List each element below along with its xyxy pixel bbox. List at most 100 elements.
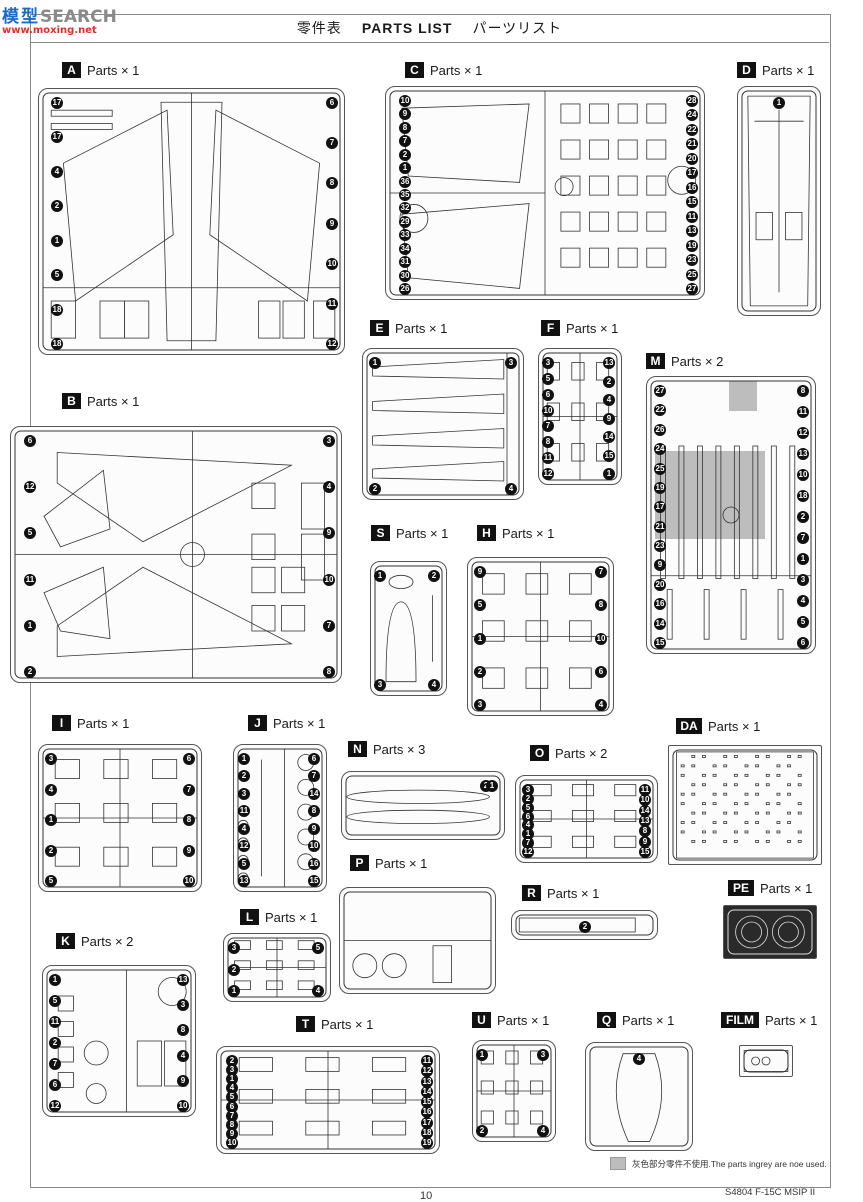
sprue-drawing-n <box>345 775 501 836</box>
part-number-marker: 12 <box>238 840 250 852</box>
part-number-marker: 18 <box>51 338 63 350</box>
part-number-marker: 9 <box>326 218 338 230</box>
part-number-marker: 1 <box>773 97 785 109</box>
sprue-letter-l: L <box>240 909 259 925</box>
part-number-marker: 10 <box>183 875 195 887</box>
part-number-marker: 6 <box>326 97 338 109</box>
part-number-marker: 2 <box>399 149 411 161</box>
sprue-drawing-s <box>374 565 443 692</box>
part-number-marker: 9 <box>603 413 615 425</box>
sprue-letter-a: A <box>62 62 81 78</box>
part-number-marker: 9 <box>177 1075 189 1087</box>
part-number-marker: 1 <box>797 553 809 565</box>
sprue-letter-d: D <box>737 62 756 78</box>
part-number-marker: 3 <box>474 699 486 711</box>
part-number-marker: 9 <box>323 527 335 539</box>
part-number-marker: 6 <box>49 1079 61 1091</box>
part-number-marker: 18 <box>421 1127 433 1139</box>
part-number-marker: 3 <box>45 753 57 765</box>
sprue-quantity-q: Parts × 1 <box>622 1012 675 1028</box>
part-number-marker: 17 <box>51 97 63 109</box>
sprue-quantity-m: Parts × 2 <box>671 353 724 369</box>
sprue-quantity-b: Parts × 1 <box>87 393 140 409</box>
part-number-marker: 20 <box>686 153 698 165</box>
part-number-marker: 9 <box>474 566 486 578</box>
sprue-drawing-a <box>42 92 341 351</box>
part-number-marker: 1 <box>474 633 486 645</box>
part-number-marker: 33 <box>399 229 411 241</box>
sprue-drawing-u <box>476 1044 552 1138</box>
sprue-letter-da: DA <box>676 718 702 734</box>
part-number-marker: 25 <box>654 463 666 475</box>
sprue-quantity-u: Parts × 1 <box>497 1012 550 1028</box>
sprue-drawing-film <box>743 1049 789 1073</box>
part-number-marker: 6 <box>797 637 809 649</box>
part-number-marker: 4 <box>537 1125 549 1137</box>
part-number-marker: 8 <box>639 825 651 837</box>
part-number-marker: 10 <box>595 633 607 645</box>
part-number-marker: 7 <box>399 135 411 147</box>
part-number-marker: 8 <box>308 805 320 817</box>
sprue-letter-h: H <box>477 525 496 541</box>
part-number-marker: 14 <box>603 431 615 443</box>
part-number-marker: 2 <box>45 845 57 857</box>
part-number-marker: 4 <box>312 985 324 997</box>
sprue-letter-q: Q <box>597 1012 616 1028</box>
part-number-marker: 30 <box>399 270 411 282</box>
sprue-letter-n: N <box>348 741 367 757</box>
part-number-marker: 10 <box>399 95 411 107</box>
sprue-quantity-d: Parts × 1 <box>762 62 815 78</box>
part-number-marker: 7 <box>797 532 809 544</box>
part-number-marker: 17 <box>654 501 666 513</box>
part-number-marker: 3 <box>177 999 189 1011</box>
part-number-marker: 13 <box>238 875 250 887</box>
part-number-marker: 10 <box>797 469 809 481</box>
sprue-drawing-j <box>237 748 323 888</box>
part-number-marker: 20 <box>654 579 666 591</box>
sprue-quantity-film: Parts × 1 <box>765 1012 818 1028</box>
part-number-marker: 9 <box>639 836 651 848</box>
sprue-diagram-da <box>668 745 822 865</box>
sprue-quantity-l: Parts × 1 <box>265 909 318 925</box>
part-number-marker: 3 <box>323 435 335 447</box>
part-number-marker: 1 <box>228 985 240 997</box>
part-number-marker: 4 <box>603 394 615 406</box>
sprue-diagram-pe <box>723 905 817 959</box>
part-number-marker: 1 <box>476 1049 488 1061</box>
part-number-marker: 11 <box>24 574 36 586</box>
part-number-marker: 18 <box>51 304 63 316</box>
part-number-marker: 16 <box>421 1106 433 1118</box>
sprue-letter-i: I <box>52 715 71 731</box>
part-number-marker: 34 <box>399 243 411 255</box>
sprue-diagram-q: 4 <box>585 1042 693 1151</box>
part-number-marker: 2 <box>797 511 809 523</box>
part-number-marker: 5 <box>542 373 554 385</box>
sprue-diagram-film <box>739 1045 793 1077</box>
part-number-marker: 8 <box>323 666 335 678</box>
sprue-letter-m: M <box>646 353 665 369</box>
part-number-marker: 12 <box>522 846 534 858</box>
watermark-url: www.moxing.net <box>2 25 97 36</box>
watermark: 模型SEARCH www.moxing.net <box>2 2 117 36</box>
sprue-drawing-d <box>741 90 817 312</box>
sprue-drawing-c <box>389 90 701 296</box>
part-number-marker: 3 <box>374 679 386 691</box>
part-number-marker: 8 <box>542 436 554 448</box>
part-number-marker: 22 <box>654 404 666 416</box>
part-number-marker: 4 <box>323 481 335 493</box>
part-number-marker: 19 <box>654 482 666 494</box>
part-number-marker: 4 <box>238 823 250 835</box>
sprue-diagram-d: 1 <box>737 86 821 316</box>
sprue-quantity-e: Parts × 1 <box>395 320 448 336</box>
part-number-marker: 12 <box>326 338 338 350</box>
sprue-quantity-a: Parts × 1 <box>87 62 140 78</box>
